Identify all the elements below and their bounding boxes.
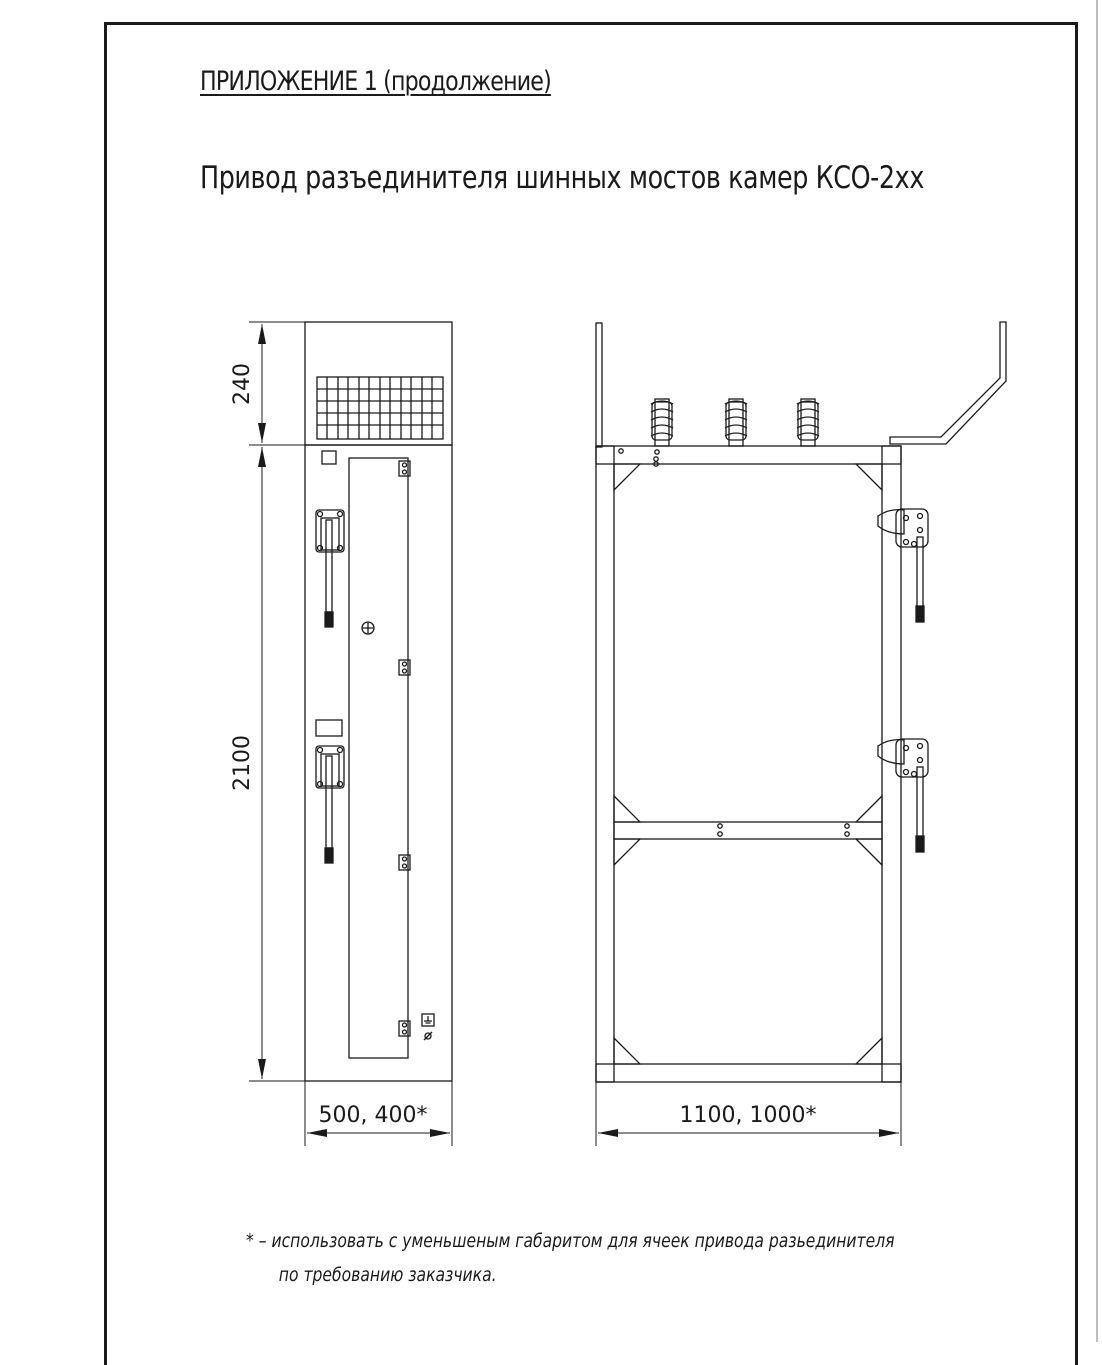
gusset	[613, 1036, 642, 1065]
page-title: ПРИЛОЖЕНИЕ 1 (продолжение)	[200, 66, 552, 97]
door-lock-icon	[361, 621, 375, 635]
frame-beam-top	[595, 445, 902, 465]
indicator-window-top	[321, 450, 337, 465]
drawing-frame	[104, 22, 1078, 1365]
gusset	[854, 794, 883, 823]
frame-beam-bottom	[595, 1063, 902, 1083]
dim-side-width: 1100, 1000*	[680, 1103, 817, 1128]
gusset	[613, 794, 642, 823]
busbar-bracket	[889, 321, 1007, 445]
door-hinge-icon	[398, 1020, 411, 1037]
insulator-icon	[724, 398, 748, 447]
vent-grille-icon	[316, 376, 444, 440]
front-view	[249, 321, 453, 1146]
insulator-icon	[650, 398, 674, 447]
footnote: * – использовать с уменьшеным габаритом …	[246, 1224, 895, 1292]
drive-handle-lower-icon	[315, 745, 345, 864]
frame-upright-left	[595, 445, 615, 1083]
drive-mechanism-lower-icon	[877, 738, 929, 853]
gusset	[854, 1036, 883, 1065]
insulator-icon	[796, 398, 820, 447]
indicator-window-bottom	[315, 719, 343, 737]
drive-mechanism-upper-icon	[877, 508, 929, 623]
page-edge	[1096, 0, 1098, 1342]
ground-terminal-icon	[421, 1013, 435, 1041]
door-panel	[348, 457, 409, 1059]
drive-handle-upper-icon	[315, 509, 345, 628]
door-hinge-icon	[398, 659, 411, 676]
gusset	[613, 838, 642, 867]
footnote-line-2: по требованию заказчика.	[278, 1264, 497, 1286]
door-hinge-icon	[398, 854, 411, 871]
frame-post-top	[595, 322, 603, 448]
dim-front-width: 500, 400*	[319, 1103, 428, 1128]
door-hinge-icon	[398, 460, 411, 477]
dim-body-height: 2100	[230, 735, 255, 791]
dim-top-height: 240	[230, 363, 255, 405]
frame-beam-middle	[613, 821, 883, 840]
side-view	[595, 321, 1007, 1146]
front-main-body	[304, 444, 453, 1082]
gusset	[854, 463, 883, 492]
footnote-line-1: * – использовать с уменьшеным габаритом …	[246, 1230, 895, 1252]
drawing-subtitle: Привод разъединителя шинных мостов камер…	[200, 160, 924, 196]
gusset	[854, 838, 883, 867]
gusset	[613, 463, 642, 492]
